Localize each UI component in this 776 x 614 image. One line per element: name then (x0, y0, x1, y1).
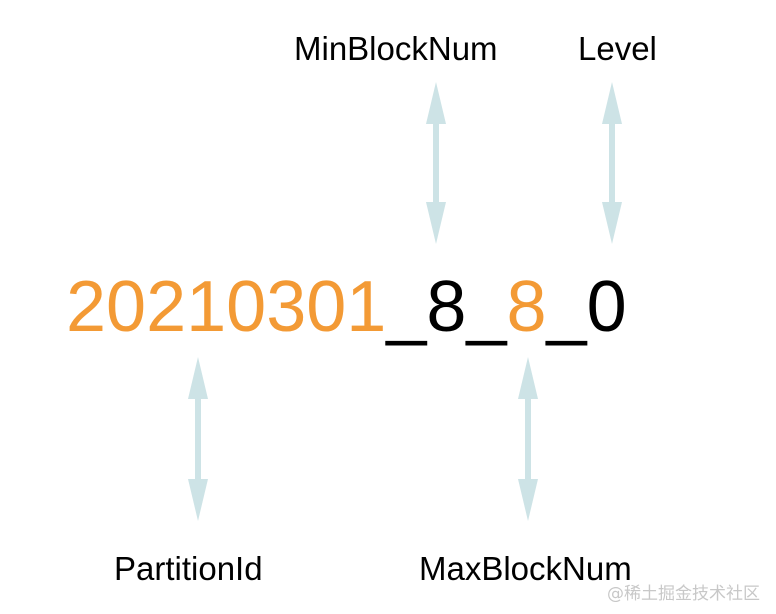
separator: _ (386, 267, 427, 347)
part-name: 20210301_8_8_0 (66, 271, 627, 343)
double-arrow-partition-id (188, 357, 208, 521)
label-level: Level (578, 30, 657, 67)
double-arrow-max-block-num (518, 357, 538, 521)
label-min-block-num: MinBlockNum (294, 30, 498, 67)
label-partition-id: PartitionId (114, 550, 263, 587)
double-arrow-min-block-num (426, 82, 446, 244)
max-block-num-value: 8 (506, 267, 547, 347)
separator: _ (546, 267, 587, 347)
level-value: 0 (586, 267, 627, 347)
separator: _ (466, 267, 507, 347)
double-arrow-level (602, 82, 622, 244)
watermark: @稀土掘金技术社区 (607, 584, 760, 604)
partition-id-value: 20210301 (66, 267, 387, 347)
label-max-block-num: MaxBlockNum (419, 550, 632, 587)
min-block-num-value: 8 (426, 267, 467, 347)
